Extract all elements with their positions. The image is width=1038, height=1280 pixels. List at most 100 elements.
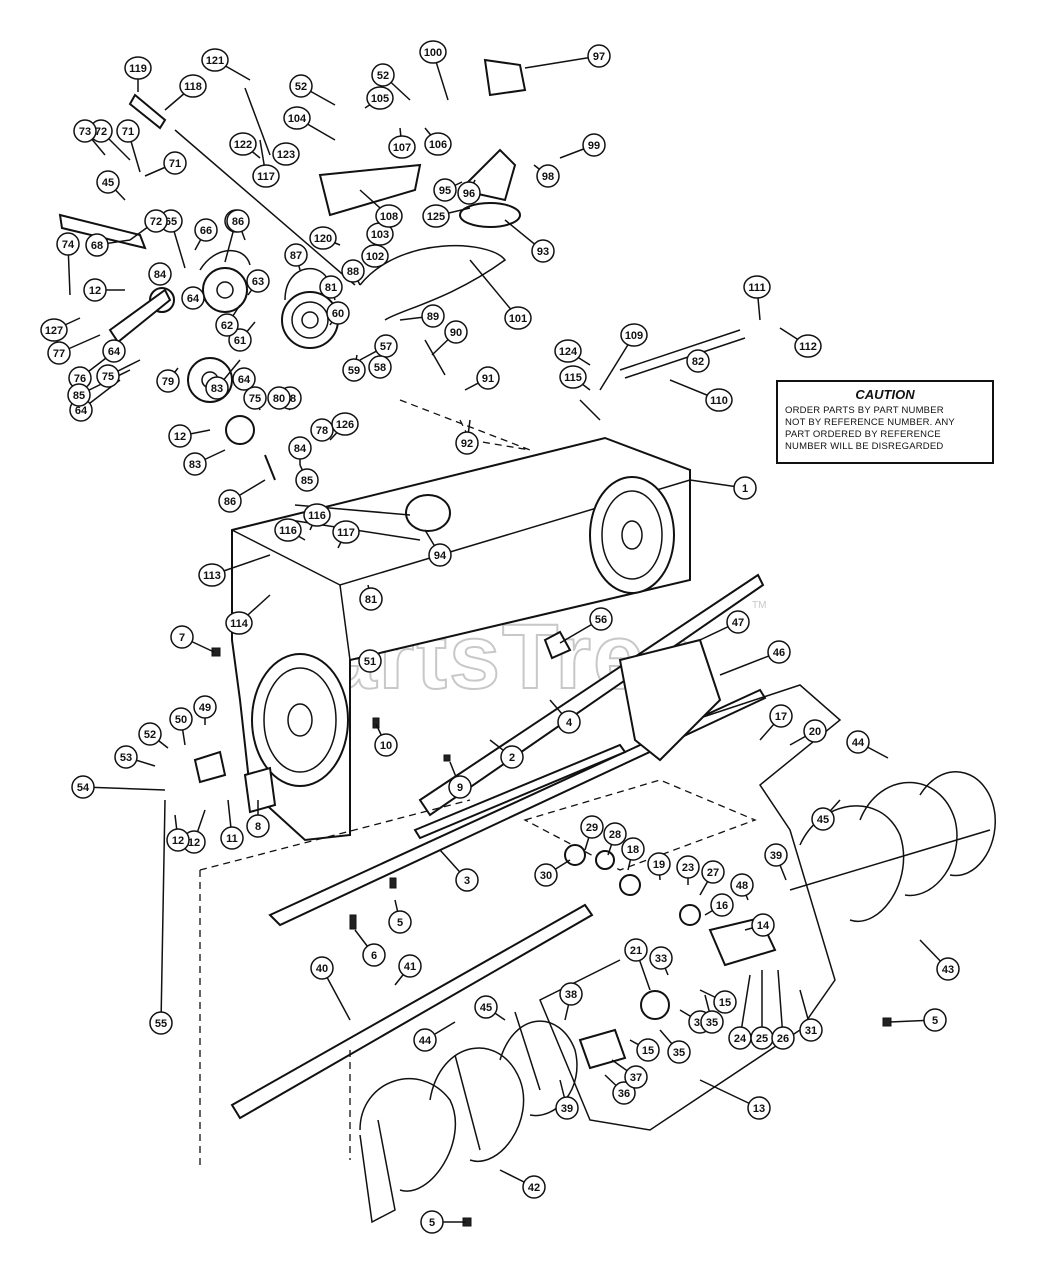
callout-5: 5 xyxy=(420,1210,444,1234)
callout-label: 65 xyxy=(165,216,177,228)
callout-label: 45 xyxy=(817,814,829,826)
callout-108: 108 xyxy=(375,204,403,228)
callout-label: 31 xyxy=(805,1025,817,1037)
callout-bubble xyxy=(636,1038,660,1062)
callout-61: 61 xyxy=(228,328,252,352)
callout-label: 121 xyxy=(206,55,224,67)
callout-bubble xyxy=(705,388,733,412)
callout-57: 57 xyxy=(374,334,398,358)
callout-label: 63 xyxy=(252,276,264,288)
callout-label: 116 xyxy=(308,510,326,522)
callout-label: 39 xyxy=(770,850,782,862)
callout-label: 4 xyxy=(566,717,573,729)
chute-dashed-line xyxy=(399,399,531,451)
callout-label: 16 xyxy=(716,900,728,912)
callout-bubble xyxy=(102,339,126,363)
callout-81: 81 xyxy=(319,275,343,299)
callout-10: 10 xyxy=(374,733,398,757)
callout-label: 6 xyxy=(371,950,377,962)
callout-12: 12 xyxy=(168,424,192,448)
callout-45: 45 xyxy=(96,170,120,194)
callout-label: 66 xyxy=(200,225,212,237)
callout-bubble xyxy=(667,1040,691,1064)
callout-92: 92 xyxy=(455,431,479,455)
callout-label: 25 xyxy=(756,1033,768,1045)
callout-40: 40 xyxy=(310,956,334,980)
callout-35: 35 xyxy=(700,1010,724,1034)
callout-53: 53 xyxy=(114,745,138,769)
caution-line: NUMBER WILL BE DISREGARDED xyxy=(785,441,944,452)
callout-85: 85 xyxy=(295,468,319,492)
callout-120: 120 xyxy=(309,226,337,250)
callout-bubble xyxy=(433,178,457,202)
callout-label: 103 xyxy=(371,229,389,241)
caution-body: ORDER PARTS BY PART NUMBER NOT BY REFERE… xyxy=(785,405,985,453)
callout-label: 84 xyxy=(294,443,307,455)
callout-bubble xyxy=(522,1175,546,1199)
callout-43: 43 xyxy=(936,957,960,981)
callout-label: 71 xyxy=(169,158,181,170)
callout-bubble xyxy=(428,543,452,567)
callout-label: 122 xyxy=(234,139,252,151)
callout-19: 19 xyxy=(647,852,671,876)
callout-label: 44 xyxy=(852,737,865,749)
callout-bubble xyxy=(767,640,791,664)
callout-46: 46 xyxy=(767,640,791,664)
callout-bubble xyxy=(331,412,359,436)
callout-bubble xyxy=(649,946,673,970)
callout-bubble xyxy=(326,301,350,325)
callout-119: 119 xyxy=(124,56,152,80)
callout-label: 27 xyxy=(707,867,719,879)
callout-bubble xyxy=(71,775,95,799)
callout-label: 35 xyxy=(706,1017,718,1029)
callout-112: 112 xyxy=(794,334,822,358)
callout-bubble xyxy=(73,119,97,143)
callout-45: 45 xyxy=(474,995,498,1019)
callout-105: 105 xyxy=(366,86,394,110)
callout-73: 73 xyxy=(73,119,97,143)
callout-bubble xyxy=(421,304,445,328)
callout-label: 26 xyxy=(777,1033,789,1045)
caution-line: NOT BY REFERENCE NUMBER. ANY xyxy=(785,417,955,428)
callout-bubble xyxy=(420,1210,444,1234)
callout-bubble xyxy=(366,86,394,110)
callout-label: 20 xyxy=(809,726,821,738)
callout-64: 64 xyxy=(232,367,256,391)
callout-5: 5 xyxy=(388,910,412,934)
callout-110: 110 xyxy=(705,388,733,412)
callout-bubble xyxy=(936,957,960,981)
callout-bubble xyxy=(362,943,386,967)
callout-116: 116 xyxy=(303,503,331,527)
gearbox-dashed-box xyxy=(523,779,757,871)
callout-48: 48 xyxy=(730,873,754,897)
callout-label: 102 xyxy=(366,251,384,263)
callout-bubble xyxy=(587,44,611,68)
callout-label: 105 xyxy=(371,93,389,105)
callout-21: 21 xyxy=(624,938,648,962)
callout-bubble xyxy=(811,807,835,831)
callout-bubble xyxy=(96,364,120,388)
callout-label: 5 xyxy=(429,1217,435,1229)
callout-81: 81 xyxy=(359,587,383,611)
callout-label: 89 xyxy=(427,311,439,323)
callout-126: 126 xyxy=(331,412,359,436)
callout-87: 87 xyxy=(284,243,308,267)
callout-bubble xyxy=(371,63,395,87)
callout-bubble xyxy=(67,383,91,407)
callout-label: 83 xyxy=(211,383,223,395)
callout-label: 97 xyxy=(593,51,605,63)
callout-label: 49 xyxy=(199,702,211,714)
callout-bubble xyxy=(726,610,750,634)
callout-bubble xyxy=(769,704,793,728)
callout-leader xyxy=(524,55,600,69)
callout-label: 110 xyxy=(710,395,728,407)
callout-2: 2 xyxy=(500,745,524,769)
callout-label: 58 xyxy=(374,362,386,374)
callout-98: 98 xyxy=(536,164,560,188)
callout-31: 31 xyxy=(799,1018,823,1042)
callout-label: 10 xyxy=(380,740,392,752)
callout-16: 16 xyxy=(710,893,734,917)
callout-label: 78 xyxy=(316,425,328,437)
callout-bubble xyxy=(246,814,270,838)
callout-bubble xyxy=(419,40,447,64)
